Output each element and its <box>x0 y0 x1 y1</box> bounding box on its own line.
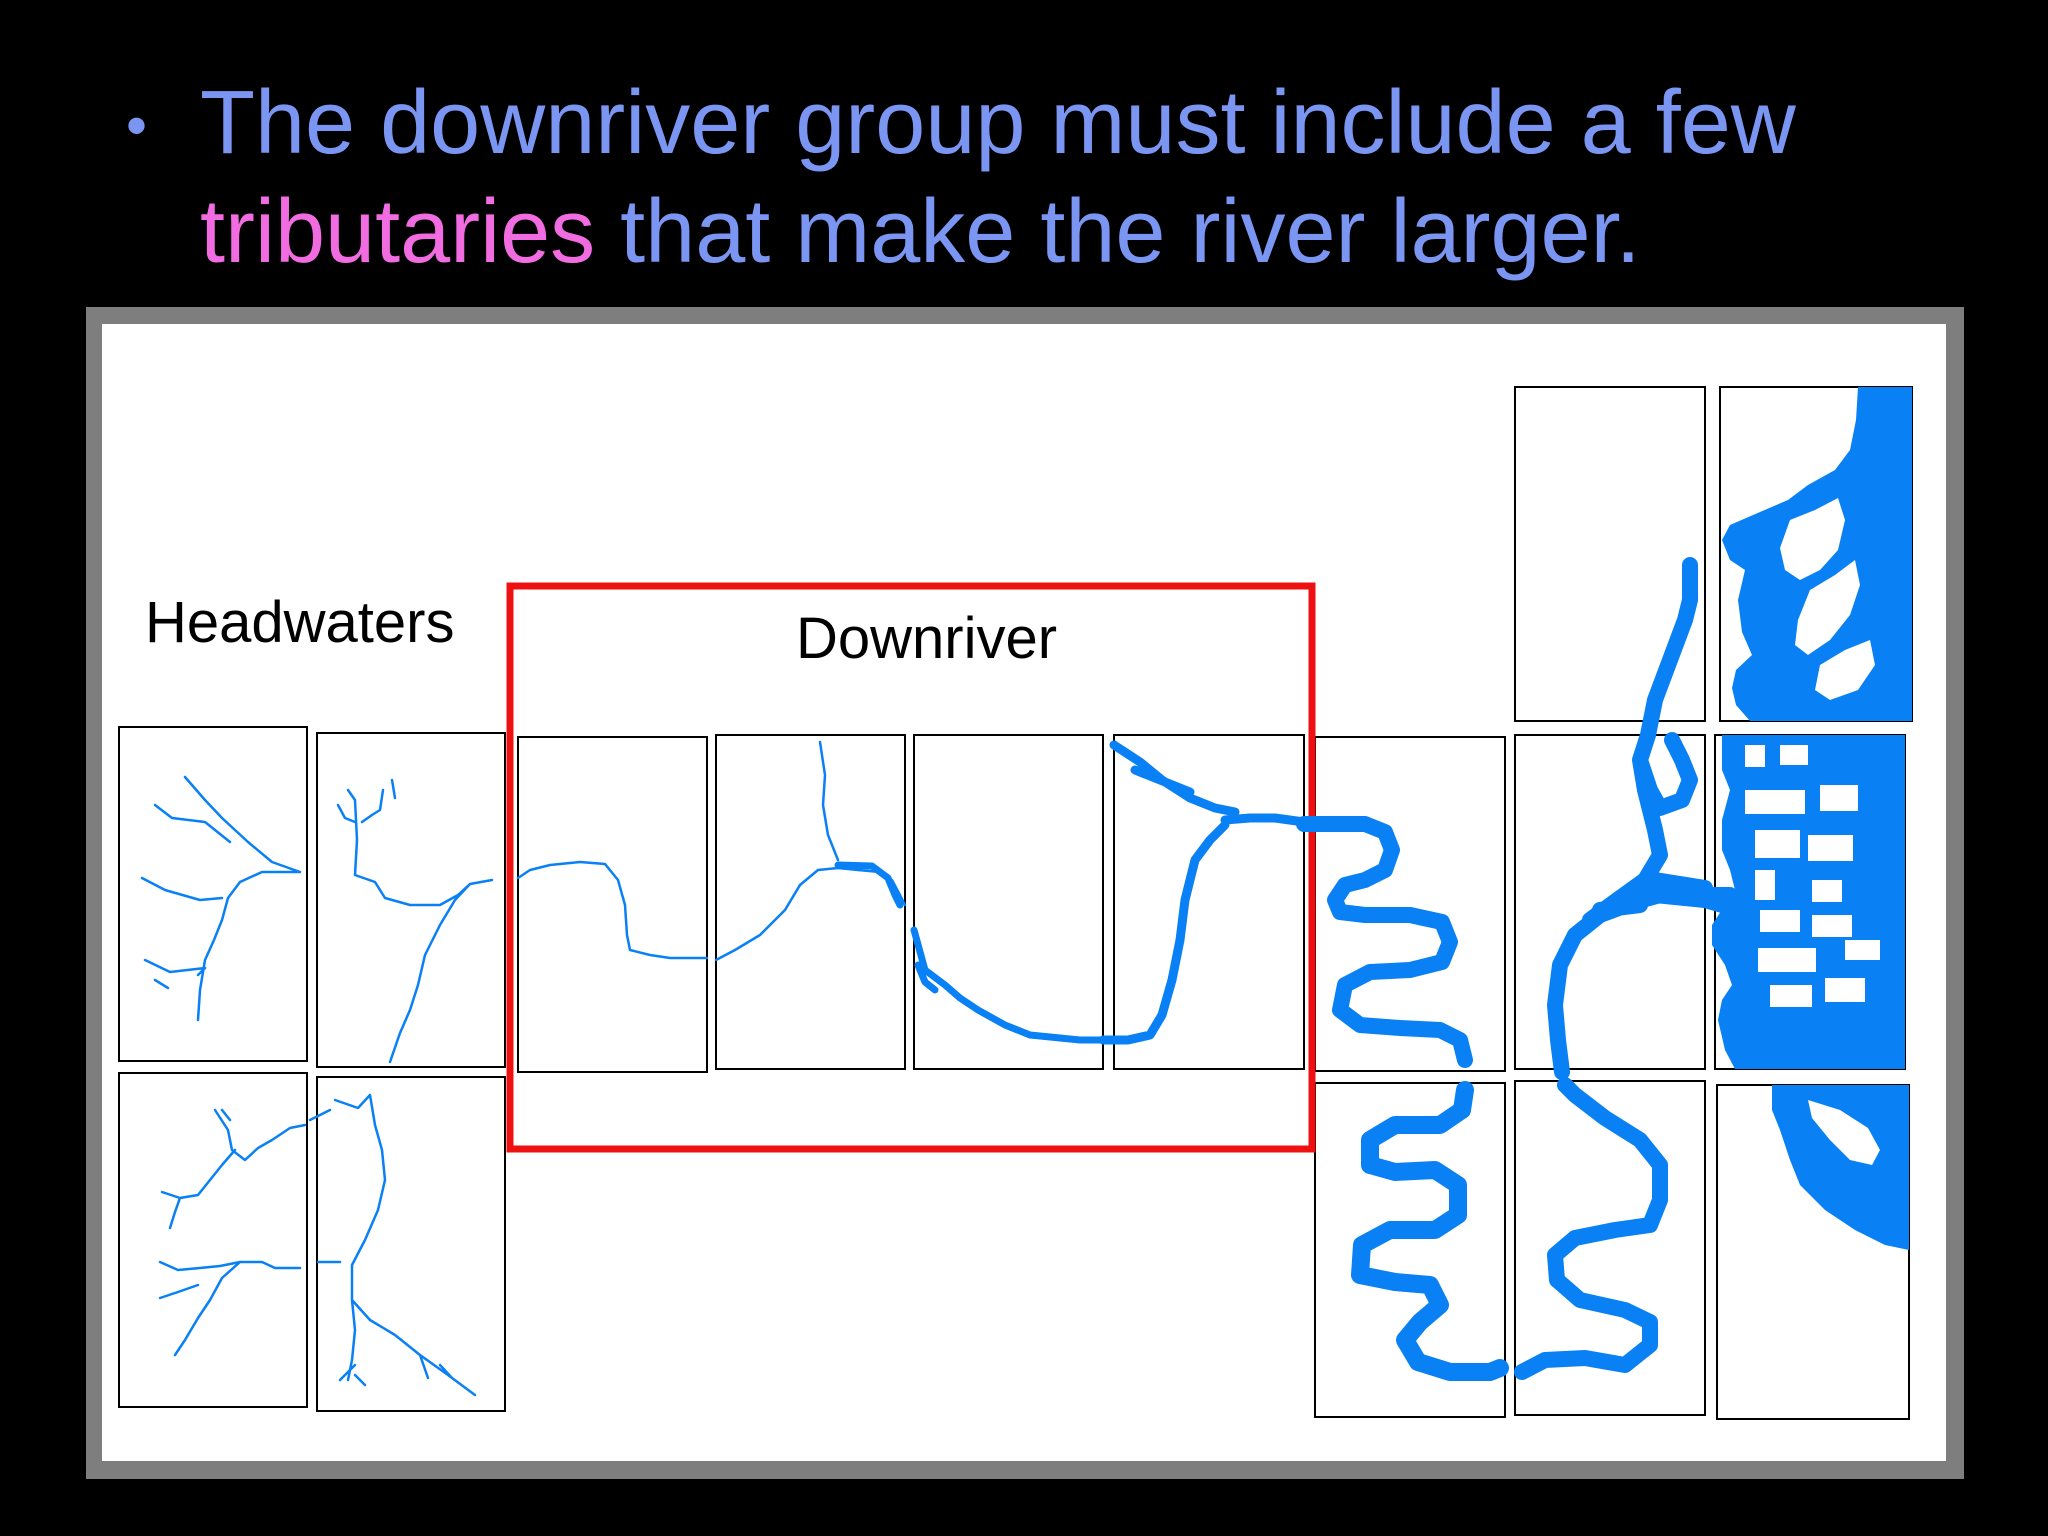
bullet-point: • <box>126 92 148 159</box>
downriver-label: Downriver <box>796 606 1057 671</box>
panel-downriver-2 <box>715 734 906 1070</box>
panel-downriver-1 <box>517 736 708 1073</box>
river-meander-1 <box>1296 816 1473 1068</box>
downriver-river <box>516 740 1309 1045</box>
delta-island-8 <box>1755 830 1800 858</box>
delta-island-6 <box>1745 790 1805 814</box>
stream-hw-2 <box>336 778 494 1064</box>
river-segment-3 <box>834 861 1107 1044</box>
delta-island-11 <box>1760 910 1800 932</box>
panel-headwaters-3 <box>118 1072 308 1408</box>
panel-headwaters-1 <box>118 726 308 1062</box>
later-river <box>1296 557 1713 1381</box>
delta-water-lower <box>1772 1085 1909 1250</box>
river-meander-4 <box>1547 557 1713 1080</box>
headwaters-panels <box>118 726 506 1412</box>
river-meander-3 <box>1514 1077 1668 1380</box>
stream-hw-3 <box>158 1108 307 1357</box>
delta-island-15 <box>1845 940 1880 960</box>
delta-island-14 <box>1758 948 1816 972</box>
delta-islands <box>1745 498 1880 1165</box>
river-meander-2 <box>1351 1081 1509 1381</box>
delta-island-10 <box>1755 870 1775 900</box>
delta-island-4 <box>1745 745 1765 767</box>
panel-downriver-3 <box>913 734 1104 1070</box>
river-segment-4 <box>1098 740 1309 1045</box>
bullet-text-line-2: tributaries that make the river larger. <box>200 187 1641 277</box>
highlight-word-tributaries: tributaries <box>200 182 596 282</box>
delta-island-7 <box>1820 785 1858 811</box>
stream-hw-1 <box>140 775 302 1022</box>
headwaters-streams <box>140 775 494 1397</box>
delta-island-12 <box>1812 880 1842 902</box>
delta-island-5 <box>1780 745 1808 765</box>
slide-text: • The downriver group must include a few… <box>0 0 2048 300</box>
river-segment-1 <box>516 860 709 960</box>
bullet-text-line-2-rest: that make the river larger. <box>595 182 1641 282</box>
delta-island-16 <box>1770 985 1812 1007</box>
delta <box>1697 387 1912 1250</box>
panel-downriver-4 <box>1113 734 1305 1070</box>
delta-island-3 <box>1815 640 1875 700</box>
bullet-text-line-1: The downriver group must include a few <box>200 73 1796 173</box>
panel-headwaters-2 <box>316 732 506 1068</box>
delta-island-9 <box>1808 835 1853 861</box>
panel-later-5 <box>1514 1080 1706 1416</box>
river-segment-2 <box>714 740 907 962</box>
delta-island-1 <box>1780 498 1845 580</box>
headwaters-label: Headwaters <box>145 590 454 655</box>
delta-water-middle <box>1712 735 1905 1069</box>
delta-island-13 <box>1812 915 1852 937</box>
delta-island-2 <box>1795 560 1860 655</box>
delta-channel-main <box>1697 887 1738 913</box>
panel-later-2 <box>1314 1082 1506 1418</box>
downriver-highlight-box <box>506 582 1316 1153</box>
stream-hw-4 <box>308 1093 477 1397</box>
delta-island-17 <box>1825 978 1865 1002</box>
downriver-panels <box>517 734 1305 1073</box>
delta-island-18 <box>1808 1100 1880 1165</box>
panel-later-3 <box>1514 386 1706 722</box>
panel-headwaters-4 <box>316 1076 506 1412</box>
